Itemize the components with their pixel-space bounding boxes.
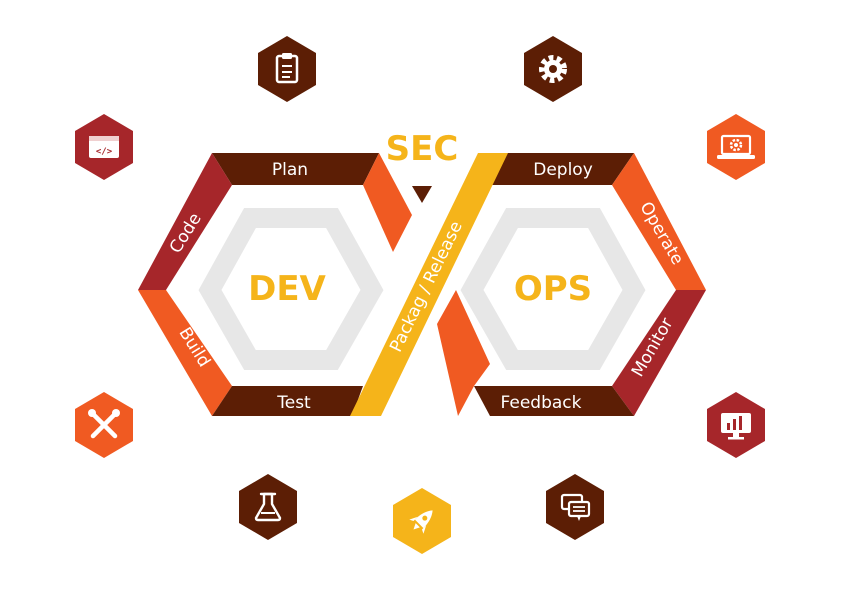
flask-icon bbox=[239, 474, 297, 540]
clipboard-icon bbox=[258, 36, 316, 102]
ops-hexagon bbox=[437, 153, 706, 416]
chat-icon bbox=[546, 474, 604, 540]
dev-hexagon bbox=[138, 153, 412, 416]
sec-arrow bbox=[412, 186, 432, 203]
rocket-icon bbox=[393, 488, 451, 554]
operate-segment bbox=[612, 153, 706, 290]
deploy-segment bbox=[478, 153, 634, 185]
package-release-segment bbox=[350, 153, 508, 416]
feedback-label: Feedback bbox=[501, 393, 582, 413]
dev-inner-ring bbox=[198, 208, 384, 370]
ops-inner-ring bbox=[460, 208, 646, 370]
ops-label: OPS bbox=[514, 269, 592, 309]
monitor-segment bbox=[612, 290, 706, 416]
test-segment bbox=[212, 386, 363, 416]
laptop-gear-icon bbox=[707, 114, 765, 180]
dev-label: DEV bbox=[248, 269, 326, 309]
code-window-icon: </> bbox=[75, 114, 133, 180]
deploy-label: Deploy bbox=[533, 160, 593, 180]
plan-tail-segment bbox=[363, 153, 412, 252]
tools-icon bbox=[75, 392, 133, 458]
build-segment bbox=[138, 290, 232, 416]
test-label: Test bbox=[276, 393, 311, 413]
sec-label: SEC bbox=[386, 129, 459, 169]
feedback-segment bbox=[474, 386, 634, 416]
plan-label: Plan bbox=[272, 160, 308, 180]
plan-segment bbox=[212, 153, 379, 185]
svg-text:</>: </> bbox=[96, 147, 113, 157]
monitor-chart-icon bbox=[707, 392, 765, 458]
feedback-tail-segment bbox=[437, 290, 490, 416]
code-segment bbox=[138, 153, 232, 290]
gear-icon bbox=[524, 36, 582, 102]
